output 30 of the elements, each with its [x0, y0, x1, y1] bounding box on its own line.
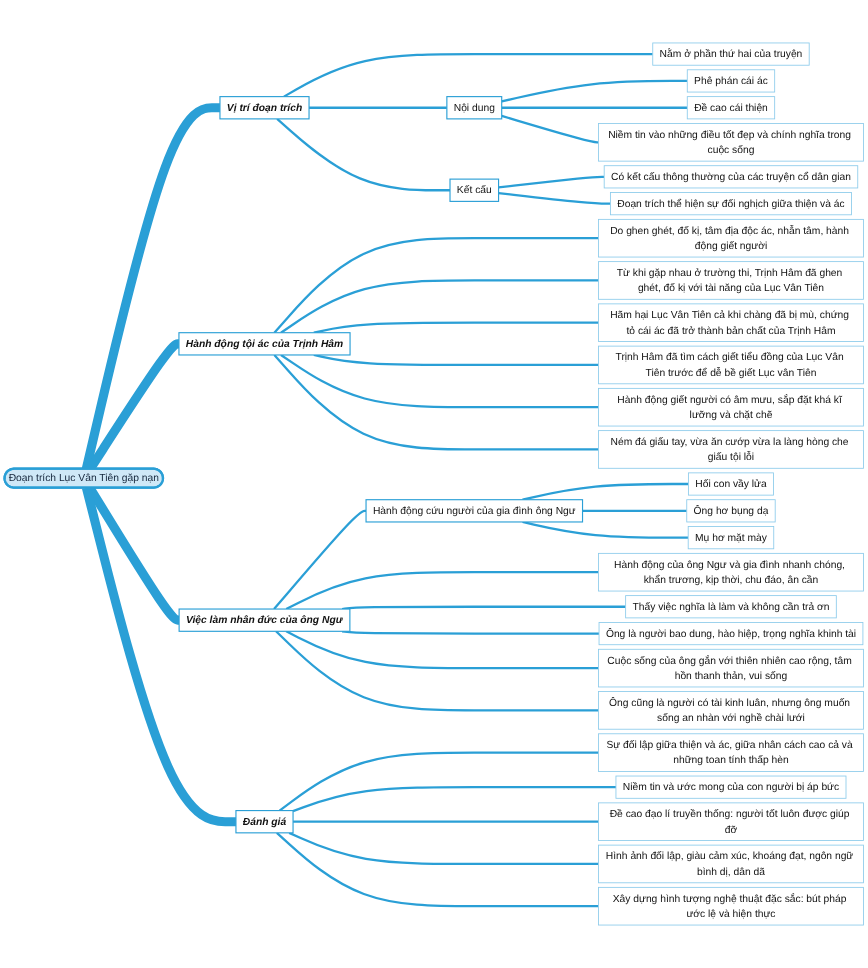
connector	[292, 786, 616, 813]
connector	[341, 630, 600, 635]
connector	[501, 106, 688, 109]
connector	[275, 630, 599, 712]
connector	[276, 832, 599, 908]
connector	[498, 191, 611, 205]
connector	[280, 354, 599, 409]
connector	[273, 509, 367, 610]
connector	[285, 571, 599, 611]
connector	[82, 486, 236, 827]
connector	[522, 520, 689, 539]
connector	[273, 237, 599, 334]
connector	[313, 321, 599, 334]
connector	[501, 114, 599, 144]
connector	[276, 118, 450, 192]
connector	[283, 52, 653, 98]
connector	[582, 509, 687, 512]
connector	[341, 605, 626, 611]
connector	[280, 279, 599, 334]
connector	[273, 354, 599, 451]
connector	[498, 175, 605, 189]
connector	[288, 831, 599, 866]
connector	[81, 103, 220, 471]
connector	[522, 482, 689, 501]
connector	[313, 353, 599, 367]
connector	[278, 751, 599, 812]
connector	[285, 630, 599, 670]
connector	[293, 820, 599, 823]
connector	[309, 106, 447, 109]
connector	[501, 79, 688, 103]
